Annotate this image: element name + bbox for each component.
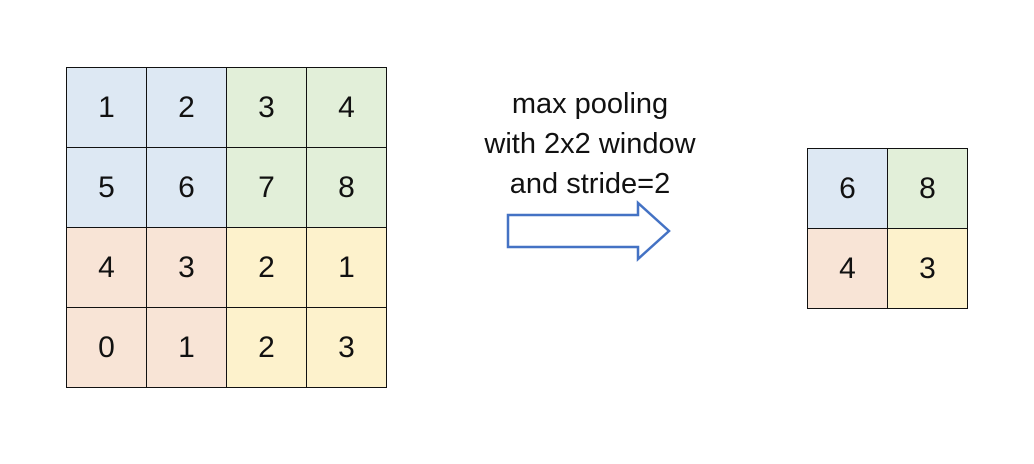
matrix-cell: 2 [226, 227, 307, 308]
matrix-cell: 4 [306, 67, 387, 148]
matrix-cell: 4 [807, 228, 888, 309]
matrix-cell: 6 [807, 148, 888, 229]
matrix-row: 4 3 [807, 228, 968, 309]
input-matrix: 1 2 3 4 5 6 7 8 4 3 2 1 0 1 2 3 [66, 67, 387, 388]
matrix-cell: 8 [887, 148, 968, 229]
matrix-row: 1 2 3 4 [66, 67, 387, 148]
matrix-cell: 7 [226, 147, 307, 228]
matrix-row: 4 3 2 1 [66, 227, 387, 308]
caption-line: max pooling [511, 88, 669, 120]
arrow-outline [506, 200, 671, 262]
matrix-row: 6 8 [807, 148, 968, 229]
matrix-cell: 2 [146, 67, 227, 148]
matrix-cell: 8 [306, 147, 387, 228]
matrix-cell: 0 [66, 307, 147, 388]
caption-line: and stride=2 [509, 168, 671, 200]
matrix-cell: 4 [66, 227, 147, 308]
matrix-cell: 6 [146, 147, 227, 228]
matrix-row: 5 6 7 8 [66, 147, 387, 228]
caption-line: with 2x2 window [484, 128, 696, 160]
matrix-cell: 3 [306, 307, 387, 388]
matrix-cell: 3 [887, 228, 968, 309]
output-matrix: 6 8 4 3 [807, 148, 968, 309]
matrix-cell: 1 [146, 307, 227, 388]
right-arrow-icon [506, 200, 671, 262]
matrix-cell: 2 [226, 307, 307, 388]
matrix-cell: 3 [146, 227, 227, 308]
matrix-cell: 1 [306, 227, 387, 308]
matrix-cell: 3 [226, 67, 307, 148]
matrix-row: 0 1 2 3 [66, 307, 387, 388]
matrix-cell: 1 [66, 67, 147, 148]
matrix-cell: 5 [66, 147, 147, 228]
operation-caption: max pooling with 2x2 window and stride=2 [440, 84, 740, 204]
